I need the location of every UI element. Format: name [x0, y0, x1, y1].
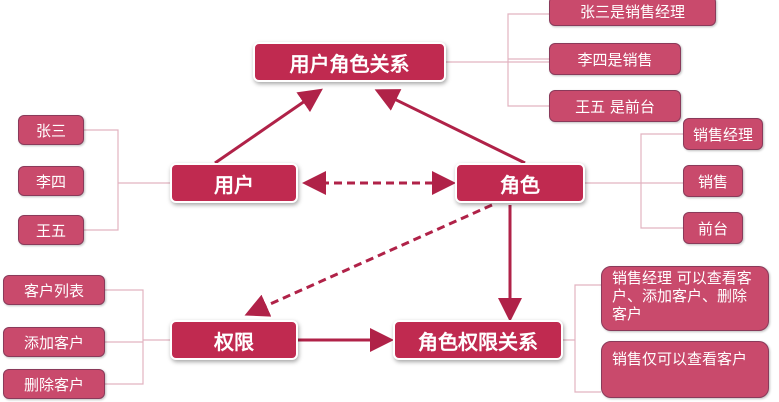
- permission-item: 客户列表: [3, 275, 105, 305]
- user-item: 李四: [18, 166, 84, 196]
- user-item: 王五: [18, 215, 84, 245]
- permission-item: 删除客户: [3, 369, 105, 399]
- arrow-user-to-relation: [214, 88, 323, 165]
- user-node: 用户: [170, 163, 298, 203]
- role-node: 角色: [455, 163, 585, 203]
- role-permission-node: 角色权限关系: [393, 320, 563, 360]
- arrow-role-to-relation: [374, 89, 526, 165]
- role-item: 销售: [683, 165, 743, 197]
- user-role-item: 李四是销售: [549, 43, 681, 75]
- role-permission-item: 销售仅可以查看客户: [601, 341, 769, 398]
- role-item: 前台: [683, 212, 743, 244]
- role-permission-item: 销售经理 可以查看客户、添加客户、删除客户: [601, 266, 769, 331]
- permission-node: 权限: [170, 320, 298, 360]
- user-role-item: 张三是销售经理: [549, 0, 716, 26]
- permission-item: 添加客户: [3, 327, 105, 357]
- arrow-role-to-permission: [244, 203, 493, 317]
- user-role-item: 王五 是前台: [549, 90, 681, 122]
- user-item: 张三: [18, 115, 84, 145]
- user-role-relation-node: 用户角色关系: [253, 42, 446, 82]
- role-item: 销售经理: [683, 118, 763, 150]
